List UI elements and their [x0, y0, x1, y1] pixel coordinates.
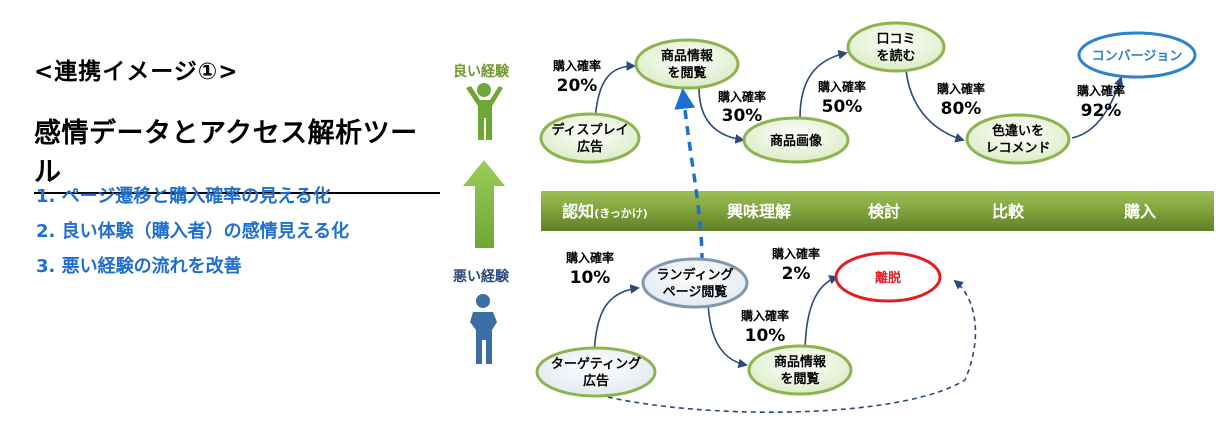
bad-node-targeting-ad: ターゲティング 広告	[535, 346, 657, 398]
svg-text:10%: 10%	[745, 326, 786, 346]
good-node-product-view: 商品情報 を閲覧	[634, 38, 740, 90]
stage-compare-label: 比較	[992, 202, 1025, 221]
sad-person-icon	[470, 294, 497, 364]
svg-text:購入確率: 購入確率	[565, 250, 614, 265]
retarget-dashed-arrow	[598, 279, 977, 413]
svg-text:レコメンド: レコメンド	[985, 141, 1050, 156]
improvement-dashed-arrow	[674, 87, 704, 263]
page-title: 感情データとアクセス解析ツール	[34, 111, 440, 194]
point-item: 2. 良い体験（購入者）の感情見える化	[36, 221, 350, 242]
svg-text:50%: 50%	[822, 97, 863, 117]
stage-interest-label: 興味理解	[727, 202, 791, 221]
good-flow-arrows	[594, 50, 1124, 144]
stage-chevron-5	[1064, 191, 1214, 231]
bad-flow-arrows	[593, 275, 839, 369]
point-item: 3. 悪い経験の流れを改善	[36, 256, 242, 277]
bad-experience-label: 悪い経験	[453, 268, 510, 285]
stage-chevron-2	[683, 191, 831, 231]
bad-node-product-view: 商品情報 を閲覧	[747, 344, 853, 396]
subtitle: <連携イメージ①>	[34, 59, 239, 85]
good-experience-label: 良い経験	[453, 63, 510, 80]
svg-text:購入確率: 購入確率	[936, 81, 985, 96]
stage-chevron-4	[937, 191, 1079, 231]
svg-text:10%: 10%	[570, 268, 611, 288]
good-rate-labels: 購入確率 20% 購入確率 30% 購入確率 50% 購入確率 80% 購入確率…	[552, 58, 1125, 126]
bad-node-landing-page: ランディング ページ閲覧	[641, 257, 749, 309]
svg-text:購入確率: 購入確率	[817, 79, 866, 94]
svg-text:20%: 20%	[557, 76, 598, 96]
stage-purchase-label: 購入	[1123, 202, 1156, 221]
svg-text:92%: 92%	[1081, 101, 1122, 121]
svg-text:ページ閲覧: ページ閲覧	[663, 284, 728, 300]
bad-rate-labels: 購入確率 10% 購入確率 2% 購入確率 10%	[565, 246, 820, 346]
svg-text:2%: 2%	[782, 264, 811, 284]
svg-text:購入確率: 購入確率	[717, 89, 766, 104]
stage-chevron-3	[816, 191, 952, 231]
stage-awareness-sub: (きっかけ)	[594, 207, 648, 220]
good-node-recommend: 色違いを レコメンド	[965, 113, 1071, 165]
svg-text:購入確率: 購入確率	[552, 58, 601, 73]
svg-text:商品情報: 商品情報	[774, 354, 827, 370]
good-node-read-reviews: 口コミ を読む	[846, 21, 946, 73]
svg-text:離脱: 離脱	[875, 270, 901, 286]
svg-text:色違いを: 色違いを	[992, 123, 1044, 139]
svg-text:を読む: を読む	[876, 48, 915, 64]
svg-text:ターゲティング: ターゲティング	[551, 356, 641, 372]
svg-text:商品画像: 商品画像	[770, 133, 823, 149]
svg-text:広告: 広告	[583, 373, 609, 389]
svg-text:30%: 30%	[722, 106, 763, 126]
svg-text:コンバージョン: コンバージョン	[1092, 49, 1183, 64]
svg-text:口コミ: 口コミ	[876, 32, 915, 47]
svg-text:認知(きっかけ): 認知(きっかけ)	[562, 202, 648, 221]
svg-text:広告: 広告	[577, 139, 603, 155]
happy-person-icon	[466, 83, 503, 140]
svg-text:購入確率: 購入確率	[740, 308, 789, 323]
svg-text:を閲覧: を閲覧	[780, 371, 819, 387]
svg-text:を閲覧: を閲覧	[667, 65, 706, 81]
svg-text:ランディング: ランディング	[656, 267, 733, 283]
stage-awareness-label: 認知	[562, 202, 594, 221]
svg-text:ディスプレイ: ディスプレイ	[551, 122, 628, 138]
svg-text:商品情報: 商品情報	[661, 48, 714, 64]
good-node-display-ad: ディスプレイ 広告	[539, 112, 641, 164]
bad-node-exit: 離脱	[834, 251, 942, 303]
stage-bar: 認知(きっかけ) 興味理解 検討 比較 購入	[541, 191, 1214, 231]
good-node-conversion: コンバージョン	[1077, 31, 1197, 79]
stage-chevron-1	[541, 191, 698, 231]
left-panel: <連携イメージ①> 感情データとアクセス解析ツール 1. ページ遷移と購入確率の…	[0, 0, 440, 441]
up-arrow-icon	[463, 160, 505, 248]
svg-text:購入確率: 購入確率	[1076, 83, 1125, 98]
point-item: 1. ページ遷移と購入確率の見える化	[36, 186, 331, 207]
stage-consider-label: 検討	[868, 202, 900, 221]
point-list: 1. ページ遷移と購入確率の見える化 2. 良い体験（購入者）の感情見える化 3…	[36, 186, 349, 291]
svg-text:80%: 80%	[941, 99, 982, 119]
svg-text:購入確率: 購入確率	[771, 246, 820, 261]
good-node-product-image: 商品画像	[742, 116, 850, 164]
